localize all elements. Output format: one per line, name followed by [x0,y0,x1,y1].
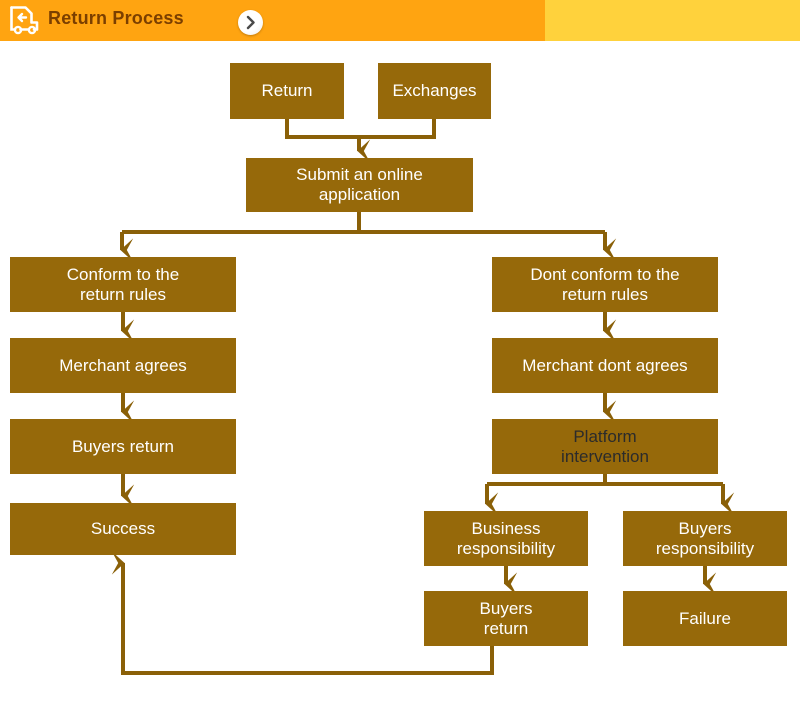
node-buyers-return-left[interactable]: Buyers return [10,419,236,474]
node-merchant-dont-agrees[interactable]: Merchant dont agrees [492,338,718,393]
app-header: Return Process [0,0,800,41]
node-success[interactable]: Success [10,503,236,555]
flow-connector-layer [111,119,735,675]
edge-feedback-loop-to-success [111,551,494,675]
return-truck-icon [8,4,42,36]
node-failure[interactable]: Failure [623,591,787,646]
node-return[interactable]: Return [230,63,344,119]
node-exchanges[interactable]: Exchanges [378,63,491,119]
node-merchant-agrees[interactable]: Merchant agrees [10,338,236,393]
return-process-flowchart: Return Exchanges Submit an online applic… [0,45,800,703]
node-buyers-responsibility[interactable]: Buyers responsibility [623,511,787,566]
edge-return-to-submit [285,119,359,139]
node-business-responsibility[interactable]: Business responsibility [424,511,588,566]
chevron-right-icon [246,15,255,30]
node-buyers-return-bottom[interactable]: Buyers return [424,591,588,646]
node-dont-conform-rules[interactable]: Dont conform to the return rules [492,257,718,312]
header-right-band [545,0,800,41]
header-divider [0,41,800,45]
page-title: Return Process [48,8,184,28]
node-submit-application[interactable]: Submit an online application [246,158,473,212]
node-platform-intervention[interactable]: Platform intervention [492,419,718,474]
next-button[interactable] [238,10,263,35]
edge-exchanges-to-submit [359,119,436,139]
header-left-band [0,0,545,41]
node-conform-rules[interactable]: Conform to the return rules [10,257,236,312]
